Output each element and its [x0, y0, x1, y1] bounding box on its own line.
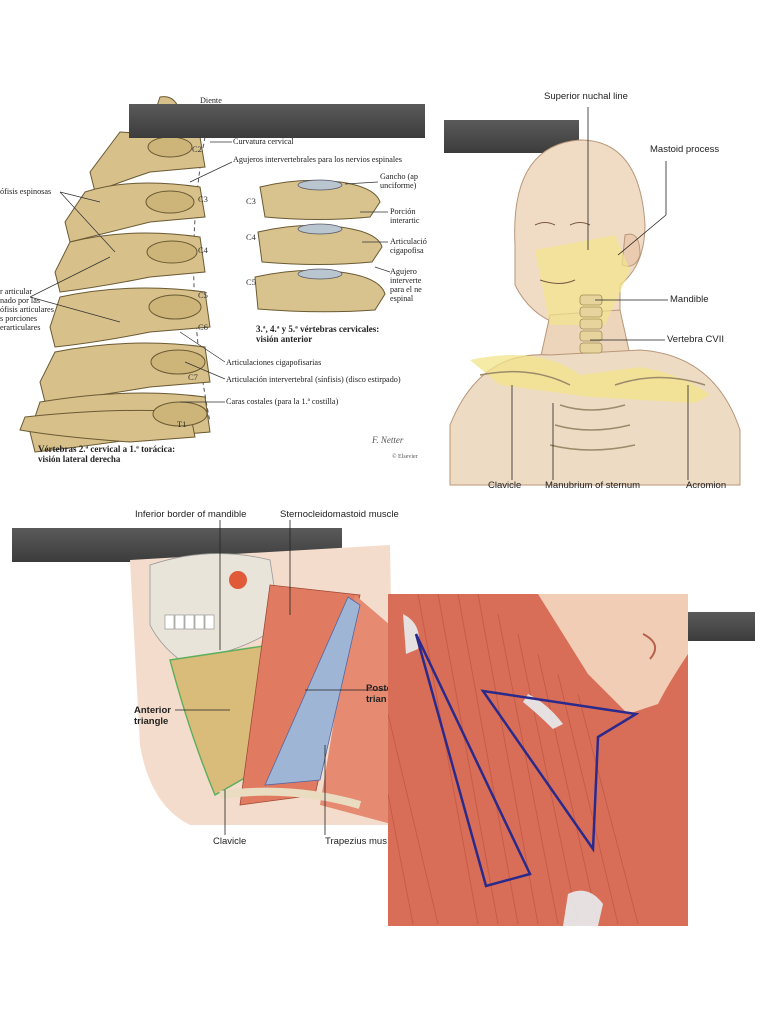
label-articulac: Articulació cigapofisa — [390, 237, 427, 255]
label-articular: r articular nado por las ófisis articula… — [0, 287, 54, 332]
caption-line-1: Vértebras 2.ª cervical a 1.ª torácica: — [38, 444, 176, 454]
vertebrae-illustration — [19, 96, 391, 453]
vertebra-c4: C4 — [198, 245, 208, 255]
vertebra-t1: T1 — [177, 419, 187, 429]
agujero-line-4: espinal — [390, 294, 414, 303]
inset-c3: C3 — [246, 196, 256, 206]
redaction-bar — [129, 104, 425, 138]
label-curvature: Curvatura cervical — [233, 137, 294, 146]
label-intervertebral: Articulación intervertebral (sínfisis) (… — [226, 375, 401, 384]
articular-line-2: nado por las — [0, 296, 41, 305]
muscles-illustration — [388, 594, 688, 926]
main-caption: Vértebras 2.ª cervical a 1.ª torácica: v… — [38, 444, 175, 464]
porcion-line-2: interartic — [390, 216, 420, 225]
triangles-panel: Inferior border of mandible Sternocleido… — [120, 505, 400, 850]
vertebra-c5: C5 — [198, 290, 208, 300]
articular-line-1: r articular — [0, 287, 33, 296]
label-cigapofisarias: Articulaciones cigapofisarias — [226, 358, 322, 367]
articulac-line-2: cigapofisa — [390, 246, 424, 255]
vertebrae-panel: Diente Curvatura cervical Agujeros inter… — [0, 92, 440, 472]
porcion-line-1: Porción — [390, 207, 416, 216]
anterior-line-2: triangle — [134, 716, 169, 727]
label-agujero: Agujero interverte para el ne espinal — [390, 267, 422, 303]
gancho-line-1: Gancho (ap — [380, 172, 418, 181]
label-manubrium: Manubrium of sternum — [545, 480, 641, 491]
label-clavicle-2: Clavicle — [213, 836, 247, 847]
posterior-line-2: trian — [366, 694, 387, 705]
articular-line-4: s porciones — [0, 314, 38, 323]
inset-caption: 3.ª, 4.ª y 5.ª vértebras cervicales: vis… — [256, 324, 379, 344]
vertebra-c6: C6 — [198, 322, 208, 332]
label-porcion: Porción interartic — [390, 207, 420, 225]
anterior-line-1: Anterior — [134, 705, 171, 716]
agujero-line-1: Agujero — [390, 267, 417, 276]
vertebra-c2: C2 — [192, 144, 202, 154]
triangles-illustration — [130, 520, 395, 835]
label-gancho: Gancho (ap unciforme) — [380, 172, 418, 190]
gancho-line-2: unciforme) — [380, 181, 417, 190]
agujero-line-2: interverte — [390, 276, 422, 285]
posterior-line-1: Poste — [366, 683, 392, 694]
muscles-panel — [388, 594, 688, 926]
label-clavicle: Clavicle — [488, 480, 522, 491]
articular-line-3: ófisis articulares — [0, 305, 54, 314]
label-costales: Caras costales (para la 1.ª costilla) — [226, 397, 339, 406]
articulac-line-1: Articulació — [390, 237, 427, 246]
label-acromion: Acromion — [686, 480, 727, 491]
landmarks-illustration — [449, 107, 741, 486]
landmarks-panel: Superior nuchal line Mastoid process Man… — [440, 85, 760, 500]
netter-signature: F. Netter — [372, 435, 404, 445]
label-spinous: ófisis espinosas — [0, 187, 52, 196]
vertebra-c7: C7 — [188, 372, 198, 382]
label-anterior-triangle: Anterior triangle — [134, 705, 171, 727]
label-mastoid-process: Mastoid process — [650, 144, 720, 155]
inset-c5: C5 — [246, 277, 256, 287]
articular-line-5: erarticulares — [0, 323, 41, 332]
inset-caption-line-1: 3.ª, 4.ª y 5.ª vértebras cervicales: — [256, 324, 380, 334]
inset-caption-line-2: visión anterior — [256, 334, 313, 344]
label-foramina: Agujeros intervertebrales para los nervi… — [233, 155, 402, 164]
vertebra-c3: C3 — [198, 194, 208, 204]
label-posterior-triangle: Poste trian — [366, 683, 392, 705]
label-superior-nuchal-line: Superior nuchal line — [544, 91, 628, 102]
caption-line-2: visión lateral derecha — [38, 454, 121, 464]
label-mandible: Mandible — [670, 294, 709, 305]
label-vertebra-cvii: Vertebra CVII — [667, 334, 725, 345]
copyright-note: © Elsevier — [392, 454, 418, 460]
label-trapezius: Trapezius mus — [325, 836, 387, 847]
label-sternocleidomastoid: Sternocleidomastoid muscle — [280, 509, 399, 520]
agujero-line-3: para el ne — [390, 285, 422, 294]
label-inferior-border-mandible: Inferior border of mandible — [135, 509, 247, 520]
inset-c4: C4 — [246, 232, 256, 242]
label-diente: Diente — [200, 96, 222, 105]
